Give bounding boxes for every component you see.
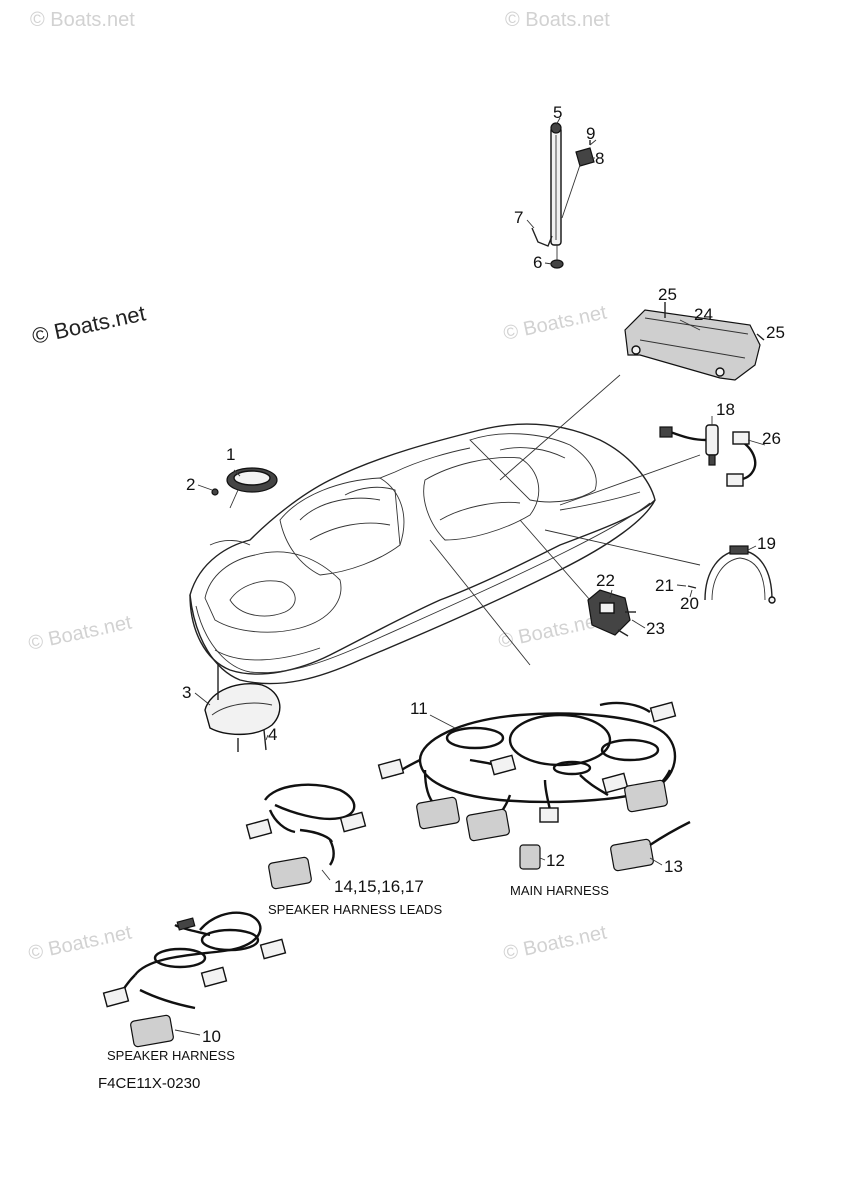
callout-9: 9: [586, 124, 595, 143]
speaker-harness-illustration: [102, 911, 287, 1048]
speaker-part: [211, 467, 278, 509]
control-panel-part: [624, 302, 765, 381]
main-harness-illustration: [377, 701, 691, 872]
watermark-mid-right: © Boats.net: [501, 301, 609, 344]
callout-2: 2: [186, 475, 195, 494]
watermark-mid-left: © Boats.net: [26, 611, 134, 654]
watermark-bottom-right: © Boats.net: [501, 921, 609, 964]
callout-25-right: 25: [766, 323, 785, 342]
diagram-code: F4CE11X-0230: [98, 1075, 200, 1092]
callout-6: 6: [533, 253, 542, 272]
callout-labels: 1 2 3 4 5 6 7 8 9 10 11 12 13 14,15,16,1…: [182, 103, 785, 1046]
watermark-main: © Boats.net: [30, 300, 148, 348]
callout-21: 21: [655, 576, 674, 595]
callout-20: 20: [680, 594, 699, 613]
caption-speaker-harness-leads: SPEAKER HARNESS LEADS: [268, 902, 442, 917]
callout-10: 10: [202, 1027, 221, 1046]
callout-5: 5: [553, 103, 562, 122]
antenna-pole-assembly: [531, 122, 595, 269]
watermark-bottom-left: © Boats.net: [26, 921, 134, 964]
bracket-part: [687, 545, 776, 604]
leader-lines: [174, 117, 766, 1036]
sensor-part: [659, 424, 757, 487]
caption-main-harness: MAIN HARNESS: [510, 883, 609, 898]
callout-18: 18: [716, 400, 735, 419]
speaker-harness-leads-illustration: [245, 783, 367, 890]
callout-13: 13: [664, 857, 683, 876]
callout-14-15-16-17: 14,15,16,17: [334, 877, 424, 896]
callout-12: 12: [546, 851, 565, 870]
callout-3: 3: [182, 683, 191, 702]
caption-speaker-harness: SPEAKER HARNESS: [107, 1048, 235, 1063]
control-module-part: [587, 589, 636, 637]
callout-8: 8: [595, 149, 604, 168]
callout-19: 19: [757, 534, 776, 553]
captions: SPEAKER HARNESS LEADS MAIN HARNESS SPEAK…: [98, 883, 609, 1092]
cover-part: [204, 665, 281, 752]
callout-23: 23: [646, 619, 665, 638]
callout-1: 1: [226, 445, 235, 464]
callout-25-top: 25: [658, 285, 677, 304]
callout-26: 26: [762, 429, 781, 448]
callout-7: 7: [514, 208, 523, 227]
watermark-top-left: © Boats.net: [30, 9, 135, 31]
watermark-mid-center: © Boats.net: [496, 609, 604, 652]
boat-hull-illustration: [189, 374, 701, 685]
watermark-top-right: © Boats.net: [505, 9, 610, 31]
callout-22: 22: [596, 571, 615, 590]
callout-4: 4: [268, 725, 277, 744]
callout-11: 11: [410, 699, 428, 718]
callout-24: 24: [694, 305, 713, 324]
